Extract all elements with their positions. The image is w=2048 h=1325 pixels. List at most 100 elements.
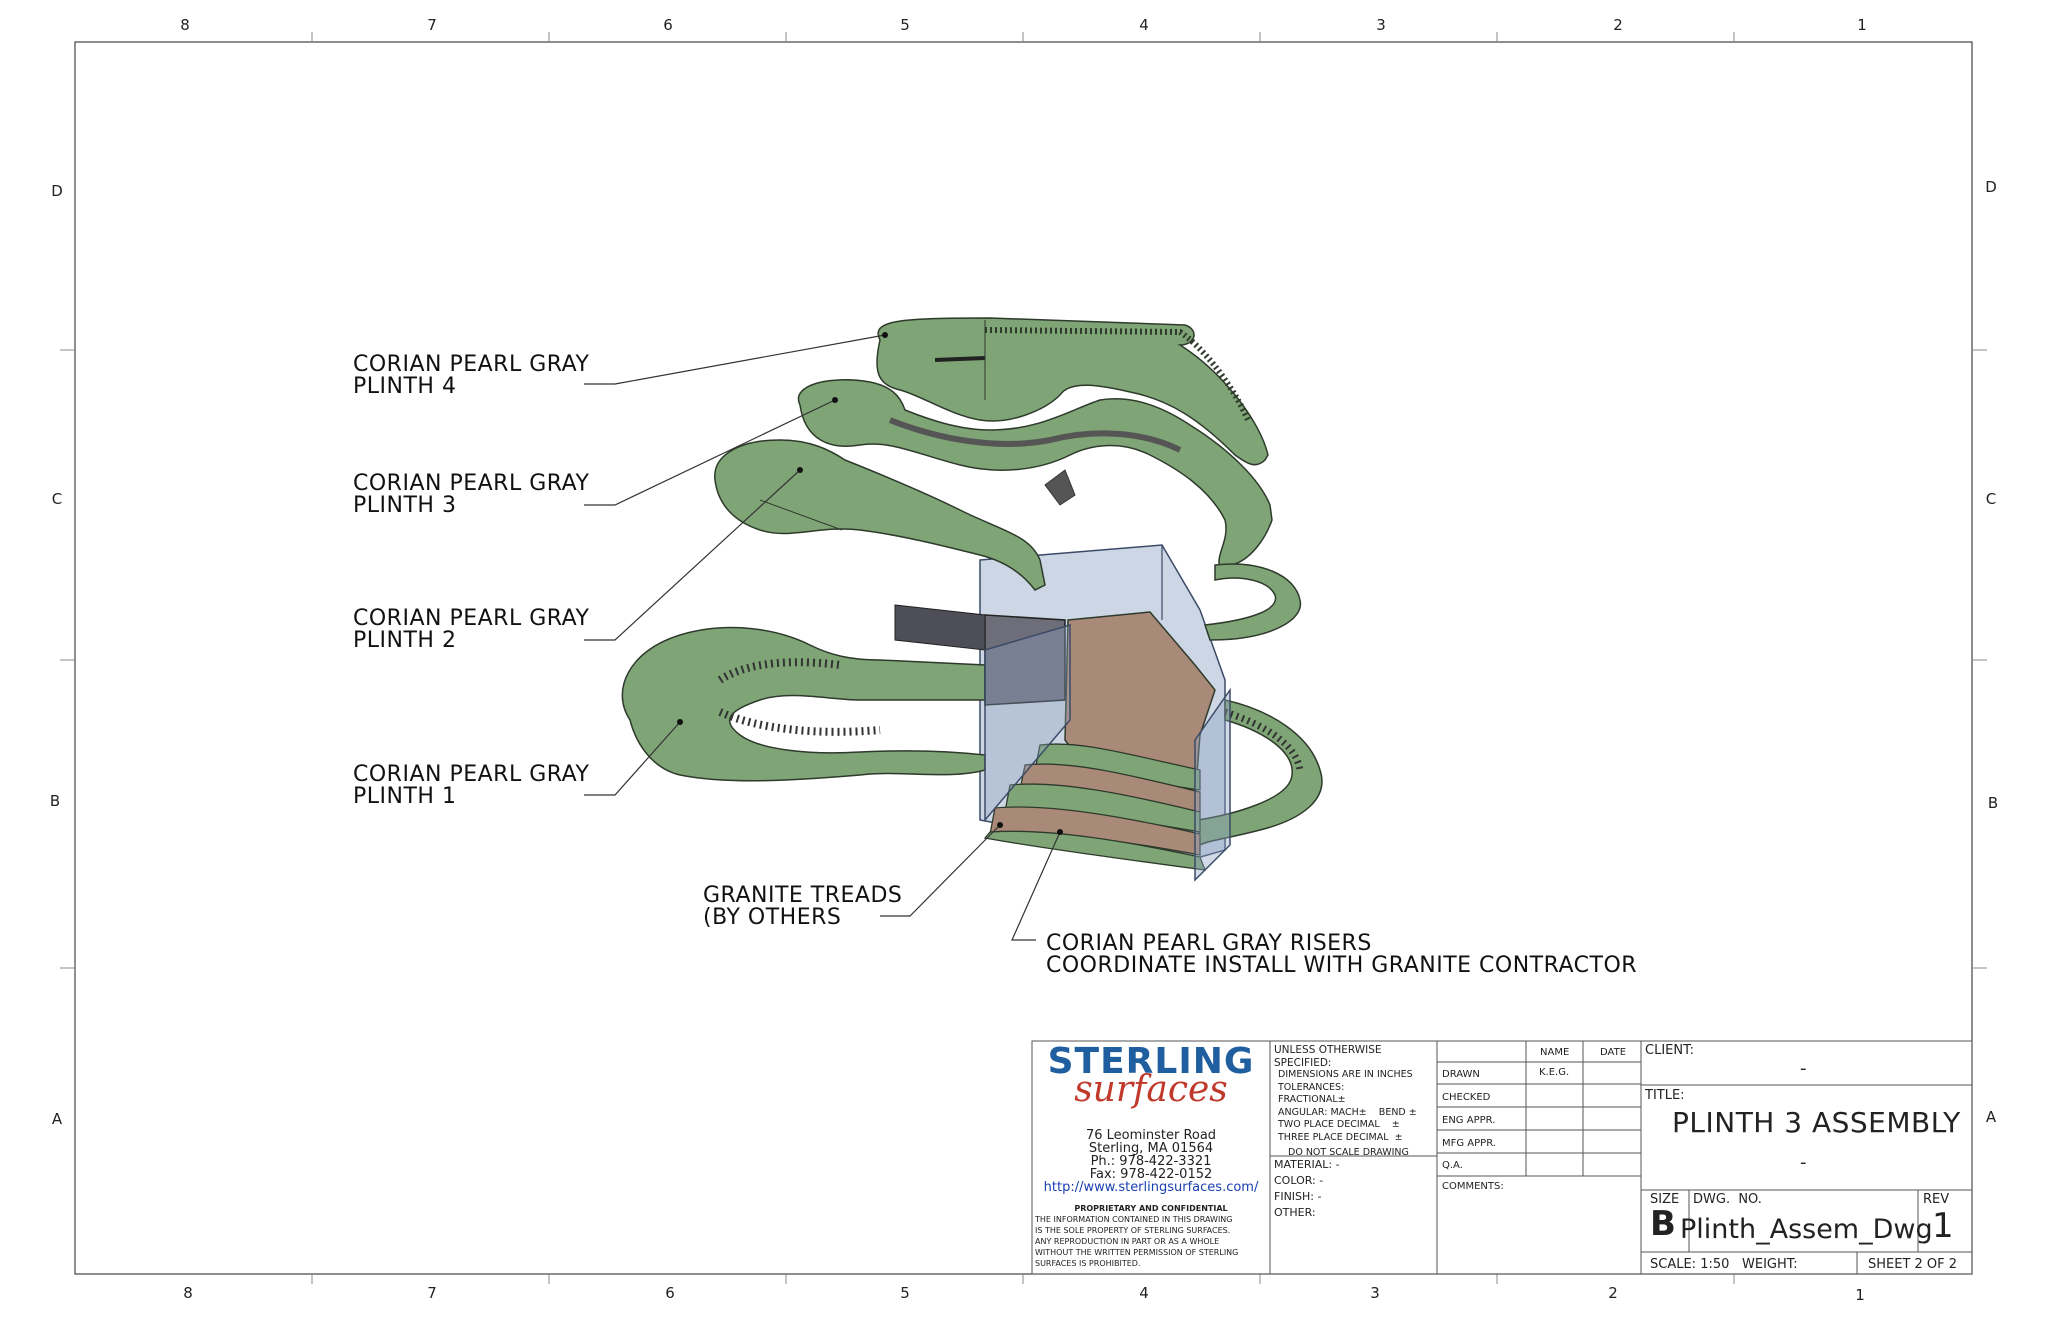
approval-label-checked: CHECKED (1442, 1092, 1491, 1103)
zone-top-4: 4 (1139, 16, 1149, 34)
zone-right-C: C (1985, 490, 1997, 508)
callout-plinth-1-line1: CORIAN PEARL GRAY (353, 762, 590, 787)
callout-plinth-3-line1: CORIAN PEARL GRAY (353, 471, 590, 496)
proprietary-line: THE INFORMATION CONTAINED IN THIS DRAWIN… (1035, 1215, 1233, 1224)
tolerances-line: ANGULAR: MACH± BEND ± (1278, 1106, 1417, 1118)
zone-bottom-1: 1 (1855, 1286, 1865, 1304)
tolerances-line: TOLERANCES: (1278, 1081, 1345, 1093)
rev-label: REV (1923, 1192, 1950, 1207)
leader-lines (584, 334, 1061, 941)
zone-top-1: 1 (1857, 16, 1867, 34)
approvals-date-header: DATE (1600, 1047, 1627, 1058)
no-scale-note: DO NOT SCALE DRAWING (1288, 1147, 1409, 1158)
title-block-grid (1031, 1040, 1973, 1275)
material-field: MATERIAL: - (1274, 1158, 1340, 1171)
callout-plinth-2: CORIAN PEARL GRAY PLINTH 2 (353, 608, 589, 652)
company-logo: STERLING surfaces (1035, 1044, 1267, 1116)
material-block: MATERIAL: - COLOR: - FINISH: - OTHER: (1274, 1157, 1436, 1221)
callout-plinth-1-line2: PLINTH 1 (353, 784, 457, 809)
callout-risers-line2: COORDINATE INSTALL WITH GRANITE CONTRACT… (1046, 953, 1638, 978)
callout-granite-treads: GRANITE TREADS (BY OTHERS (703, 885, 902, 929)
phone-number: Ph.: 978-422-3321 (1090, 1154, 1212, 1169)
callout-granite-treads-line2: (BY OTHERS (703, 905, 842, 930)
zone-right-D: D (1985, 178, 1997, 196)
address-line2: Sterling, MA 01564 (1088, 1141, 1214, 1156)
tolerances-line: TWO PLACE DECIMAL ± (1278, 1119, 1400, 1130)
approval-label-eng: ENG APPR. (1442, 1115, 1496, 1126)
zone-bottom-6: 6 (665, 1284, 675, 1302)
size-value: B (1650, 1204, 1676, 1244)
callout-plinth-3: CORIAN PEARL GRAY PLINTH 3 (353, 473, 589, 517)
scale-field: SCALE: 1:50 (1650, 1257, 1730, 1272)
callout-granite-treads-line1: GRANITE TREADS (703, 883, 903, 908)
sheet-field: SHEET 2 OF 2 (1868, 1257, 1958, 1272)
callout-plinth-2-line2: PLINTH 2 (353, 628, 457, 653)
client-value: - (1800, 1058, 1807, 1079)
zone-top-2: 2 (1613, 16, 1623, 34)
zone-bottom-7: 7 (427, 1284, 437, 1302)
proprietary-title: PROPRIETARY AND CONFIDENTIAL (1074, 1204, 1228, 1213)
approval-label-drawn: DRAWN (1442, 1069, 1480, 1080)
zone-bottom-5: 5 (900, 1284, 910, 1302)
drawing-title: PLINTH 3 ASSEMBLY (1672, 1106, 1961, 1139)
zone-left-A: A (51, 1110, 63, 1128)
zone-bottom-3: 3 (1370, 1284, 1380, 1302)
color-field: COLOR: - (1274, 1174, 1324, 1187)
fax-number: Fax: 978-422-0152 (1089, 1167, 1213, 1182)
zone-left-B: B (49, 792, 61, 810)
zone-right-A: A (1985, 1108, 1997, 1126)
logo-surfaces: surfaces (1074, 1069, 1228, 1110)
approval-label-mfg: MFG APPR. (1442, 1138, 1496, 1149)
callout-plinth-3-line2: PLINTH 3 (353, 493, 457, 518)
plinth-4 (876, 317, 1269, 466)
plinth-2 (714, 439, 1046, 591)
tolerances-block: UNLESS OTHERWISE SPECIFIED: DIMENSIONS A… (1274, 1044, 1436, 1160)
title-sub-value: - (1800, 1152, 1807, 1173)
zone-top-5: 5 (900, 16, 910, 34)
logo-sterling: STERLING (1047, 1041, 1255, 1082)
client-label: CLIENT: (1645, 1043, 1694, 1058)
company-address: 76 Leominster Road Sterling, MA 01564 Ph… (1035, 1129, 1267, 1194)
zone-left-D: D (51, 182, 63, 200)
tolerances-line: DIMENSIONS ARE IN INCHES (1278, 1069, 1413, 1080)
callout-plinth-4: CORIAN PEARL GRAY PLINTH 4 (353, 354, 589, 398)
callout-plinth-2-line1: CORIAN PEARL GRAY (353, 606, 590, 631)
proprietary-line: WITHOUT THE WRITTEN PERMISSION OF STERLI… (1035, 1248, 1239, 1257)
tolerances-header: UNLESS OTHERWISE SPECIFIED: (1274, 1044, 1382, 1069)
rev-value: 1 (1932, 1206, 1954, 1246)
approval-label-qa: Q.A. (1442, 1160, 1463, 1171)
title-label: TITLE: (1645, 1088, 1685, 1103)
proprietary-notice: PROPRIETARY AND CONFIDENTIAL THE INFORMA… (1035, 1203, 1267, 1269)
address-line1: 76 Leominster Road (1085, 1128, 1217, 1143)
tolerances-line: THREE PLACE DECIMAL ± (1278, 1131, 1403, 1143)
zone-bottom-4: 4 (1139, 1284, 1149, 1302)
plinth-1 (621, 626, 986, 782)
company-url[interactable]: http://www.sterlingsurfaces.com/ (1043, 1180, 1259, 1195)
finish-field: FINISH: - (1274, 1190, 1322, 1203)
zone-right-B: B (1987, 794, 1999, 812)
size-label: SIZE (1650, 1192, 1680, 1207)
dwg-number-value: Plinth_Assem_Dwg (1680, 1214, 1933, 1245)
other-field: OTHER: (1274, 1206, 1316, 1219)
approvals-name-header: NAME (1540, 1047, 1570, 1058)
plinth-assembly-illustration (621, 317, 1323, 882)
proprietary-line: SURFACES IS PROHIBITED. (1035, 1259, 1141, 1268)
callout-plinth-1: CORIAN PEARL GRAY PLINTH 1 (353, 764, 589, 808)
comments-label: COMMENTS: (1442, 1181, 1504, 1192)
zone-bottom-2: 2 (1608, 1284, 1618, 1302)
zone-bottom-8: 8 (183, 1284, 193, 1302)
approval-name-drawn: K.E.G. (1539, 1067, 1570, 1078)
callout-plinth-4-line2: PLINTH 4 (353, 374, 457, 399)
callout-risers: CORIAN PEARL GRAY RISERS COORDINATE INST… (1046, 933, 1637, 977)
zone-top-3: 3 (1376, 16, 1386, 34)
zone-left-C: C (51, 490, 63, 508)
dwg-number-label: DWG. NO. (1693, 1192, 1762, 1207)
proprietary-line: ANY REPRODUCTION IN PART OR AS A WHOLE (1035, 1237, 1220, 1246)
callout-plinth-4-line1: CORIAN PEARL GRAY (353, 352, 590, 377)
weight-field: WEIGHT: (1742, 1257, 1798, 1272)
zone-top-6: 6 (663, 16, 673, 34)
zone-top-8: 8 (180, 16, 190, 34)
zone-top-7: 7 (427, 16, 437, 34)
callout-risers-line1: CORIAN PEARL GRAY RISERS (1046, 931, 1372, 956)
